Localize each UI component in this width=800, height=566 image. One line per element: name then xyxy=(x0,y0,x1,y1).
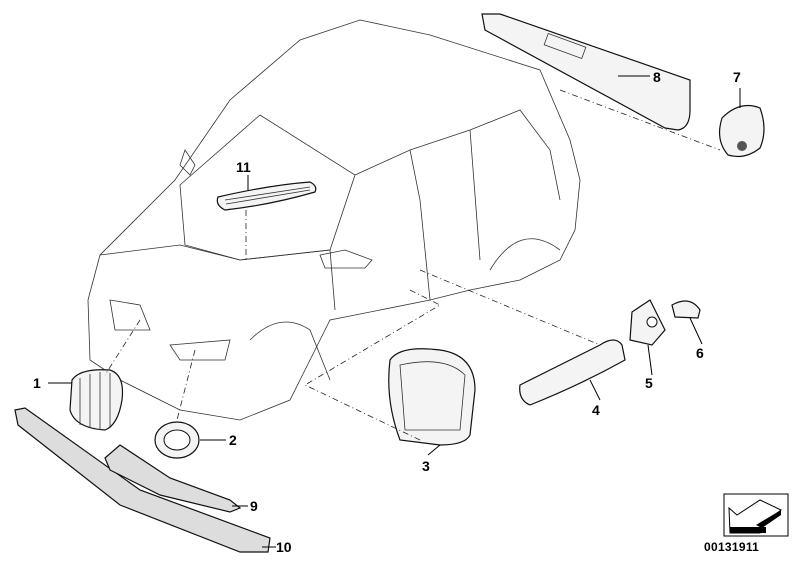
callout-8: 8 xyxy=(653,69,661,85)
part-5-handle-cover xyxy=(629,299,666,346)
part-3-mirror-glass xyxy=(388,348,476,446)
part-1-kidney-grille xyxy=(69,369,124,431)
callout-9: 9 xyxy=(250,498,258,514)
callout-5: 5 xyxy=(645,375,653,391)
callout-3: 3 xyxy=(422,458,430,474)
part-6-end-cap xyxy=(671,300,701,319)
leader-lines xyxy=(48,75,741,548)
orientation-arrow-icon xyxy=(723,493,789,537)
callout-1: 1 xyxy=(33,375,41,391)
callout-11: 11 xyxy=(236,159,251,175)
callout-2: 2 xyxy=(229,432,237,448)
callout-4: 4 xyxy=(592,402,600,418)
callout-10: 10 xyxy=(276,539,292,555)
part-7-cover-cap xyxy=(718,105,765,158)
callout-7: 7 xyxy=(733,69,741,85)
part-8-tailgate-handle xyxy=(481,13,691,131)
part-11-vent-grille xyxy=(216,181,317,211)
part-9-side-grille xyxy=(104,444,242,513)
vehicle-outline xyxy=(87,19,581,421)
callout-6: 6 xyxy=(696,345,704,361)
part-2-fog-light-ring xyxy=(154,421,200,459)
part-4-door-handle xyxy=(519,339,626,406)
part-10-lower-grille xyxy=(14,407,271,553)
diagram-code: 00131911 xyxy=(704,540,760,554)
